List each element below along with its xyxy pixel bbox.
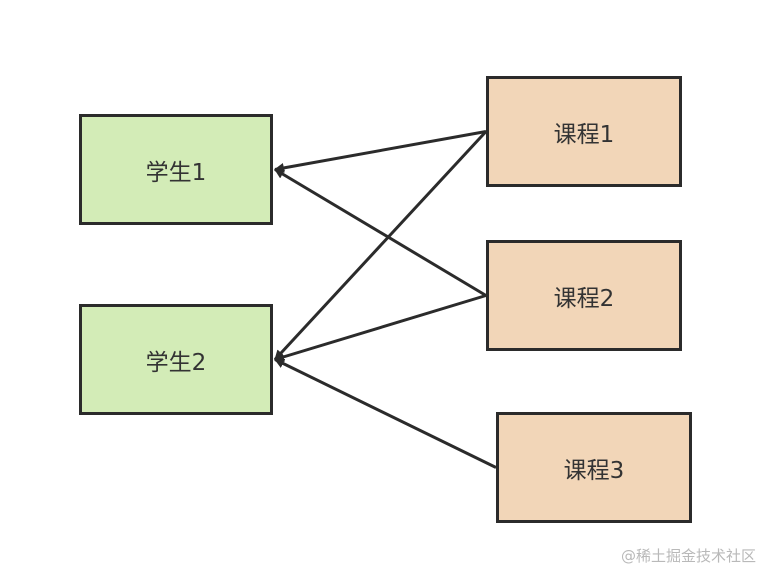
node-course-3: 课程3: [496, 412, 692, 523]
node-course-1-label: 课程1: [553, 121, 615, 148]
node-student-2: 学生2: [79, 304, 273, 415]
edge-c2-to-s1: [274, 168, 487, 297]
node-course-3-label: 课程3: [563, 457, 625, 484]
node-course-1: 课程1: [486, 76, 682, 187]
node-student-2-label: 学生2: [145, 349, 207, 376]
edge-c3-to-s2: [274, 358, 497, 469]
watermark: @稀土掘金技术社区: [620, 547, 756, 565]
edge-c2-to-s2: [274, 294, 487, 362]
node-course-2-label: 课程2: [553, 285, 615, 312]
node-student-1-label: 学生1: [145, 159, 207, 186]
edge-c1-to-s2: [273, 130, 488, 361]
node-student-1: 学生1: [79, 114, 273, 225]
node-course-2: 课程2: [486, 240, 682, 351]
edge-c1-to-s1: [274, 130, 487, 173]
